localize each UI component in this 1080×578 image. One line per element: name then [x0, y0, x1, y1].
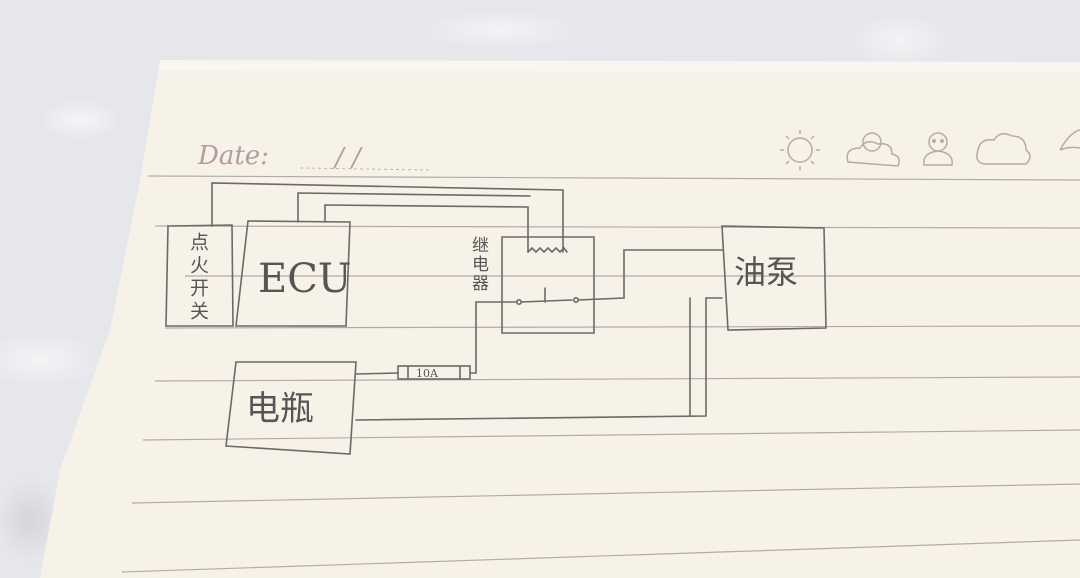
wire-ignition-to-relay-coil [211, 182, 564, 253]
partly-cloudy-icon [846, 132, 900, 167]
relay-label: 继电器 [468, 236, 489, 293]
date-separators: / / [332, 143, 363, 173]
battery-label: 电瓶 [246, 389, 314, 429]
wire-battery-to-fuse [355, 372, 399, 375]
relay-switch-arm [520, 287, 573, 303]
wire-fuse-to-relay [469, 301, 518, 374]
ignition-switch-label: 点火开关 [187, 232, 209, 324]
wire-ecu-to-relay-coil [297, 192, 531, 223]
ignition-switch-box [165, 224, 234, 327]
battery-box [225, 361, 357, 455]
fuel-pump-label: 油泵 [734, 253, 798, 291]
wire-battery-return [355, 297, 723, 421]
wire-relay-to-pump [577, 249, 723, 301]
wiring-diagram [165, 182, 827, 455]
ecu-label: ECU [258, 256, 352, 302]
ruled-lines [121, 175, 1080, 573]
fuel-pump-box [721, 225, 827, 331]
date-label: Date: [197, 141, 269, 171]
sun-icon [780, 130, 820, 170]
cloud-icon [976, 133, 1031, 165]
fuse-label: 10A [416, 367, 439, 380]
wire-ecu-control [324, 204, 529, 253]
relay-coil [527, 246, 568, 254]
ecu-box [235, 220, 351, 327]
paper-sheet [40, 60, 1080, 578]
umbrella-icon [1059, 129, 1080, 151]
snowman-icon [923, 132, 953, 166]
